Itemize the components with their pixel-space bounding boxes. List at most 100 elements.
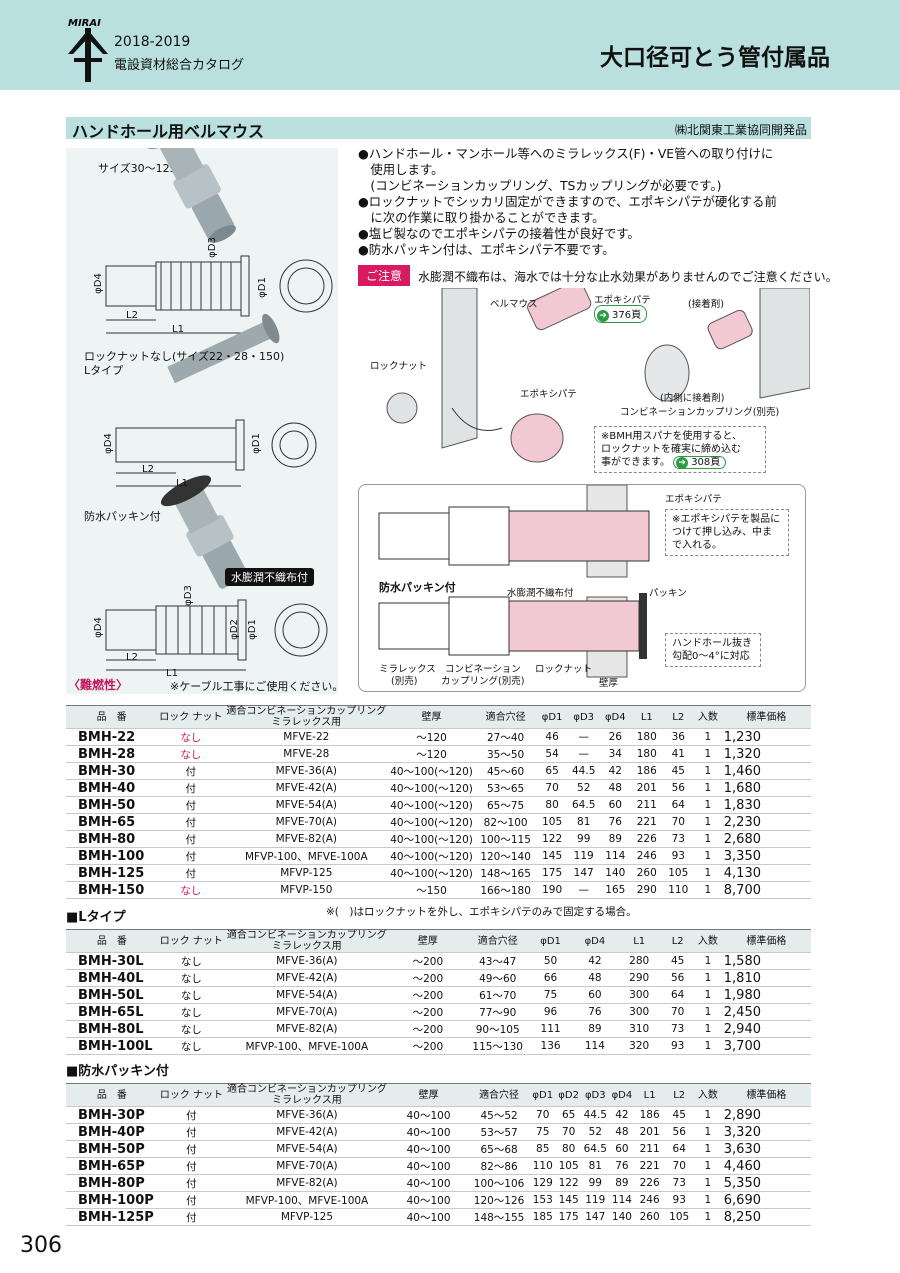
table-cell: 26 [599, 728, 632, 746]
table-cell: 44.5 [567, 762, 600, 780]
table-cell: 54 [536, 745, 568, 763]
price-cell: 8,250 [721, 1208, 811, 1226]
dim-d1-l: φD1 [250, 433, 262, 454]
product-code: BMH-80 [66, 830, 158, 848]
table-cell: 1 [694, 986, 722, 1004]
product-code: BMH-28 [66, 745, 158, 763]
table-cell: 64.5 [567, 796, 600, 814]
table-cell: — [567, 745, 600, 763]
table-cell: 40〜100 [388, 1123, 469, 1141]
col-name: 品 番 [66, 929, 158, 953]
table-cell: 90〜105 [467, 1020, 529, 1038]
table-cell: 114 [599, 847, 632, 865]
table-cell: MFVP-100、MFVE-100A [224, 847, 389, 865]
cable-note: ※ケーブル工事にご使用ください。 [170, 680, 344, 693]
col-wall: 壁厚 [388, 929, 467, 953]
section-title: ハンドホール用ベルマウス [72, 122, 265, 141]
table-cell: 付 [157, 830, 225, 848]
dim-l1-p: L1 [166, 668, 178, 679]
price-cell: 8,700 [721, 881, 811, 899]
table-cell: 82〜100 [474, 813, 537, 831]
table-cell: MFVE-42(A) [225, 1123, 389, 1141]
table-cell: 105 [536, 813, 568, 831]
table-cell: 80 [536, 796, 568, 814]
table-cell: 40〜100 [388, 1140, 469, 1158]
table-cell: 280 [617, 952, 662, 970]
col-locknut: ロック ナット [157, 1083, 226, 1107]
section-drawing: エポキシパテ ※エポキシパテを製品に つけて押し込み、中ま で入れる。 防水パッ… [358, 484, 806, 692]
col-d2: φD2 [555, 1083, 582, 1107]
table-cell: 180 [631, 728, 663, 746]
table-cell: 36 [662, 728, 694, 746]
dim-l1-l: L1 [176, 478, 188, 489]
table-cell: 73 [664, 1174, 694, 1192]
product-drawings-icon [105, 148, 333, 671]
table-cell: なし [157, 1020, 225, 1038]
col-wall: 壁厚 [388, 705, 475, 729]
price-cell: 4,460 [721, 1157, 811, 1175]
col-coupling: 適合コンビネーションカップリングミラレックス用 [224, 705, 389, 729]
table-cell: 140 [599, 864, 632, 882]
dim-d4-l: φD4 [102, 433, 114, 454]
col-qty: 入数 [693, 705, 722, 729]
price-cell: 6,690 [721, 1191, 811, 1209]
table-cell: 77〜90 [467, 1003, 529, 1021]
table-cell: 45 [661, 952, 695, 970]
table-cell: 65 [555, 1106, 582, 1124]
col-price: 標準価格 [721, 929, 811, 953]
product-code: BMH-80P [66, 1174, 158, 1192]
page-number: 306 [20, 1233, 62, 1258]
col-l2: L2 [661, 929, 695, 953]
product-code: BMH-50P [66, 1140, 158, 1158]
col-d1: φD1 [528, 929, 573, 953]
product-image-panel: サイズ30〜125 [66, 148, 338, 694]
table-cell: 310 [617, 1020, 662, 1038]
feature-line: ●ハンドホール・マンホール等へのミラレックス(F)・VE管への取り付けに [358, 146, 774, 161]
col-d3: φD3 [567, 705, 600, 729]
table-cell: 60 [599, 796, 632, 814]
table-cell: 42 [599, 762, 632, 780]
label-packing: パッキン [649, 588, 687, 599]
footnote: ※( )はロックナットを外し、エポキシパテのみで固定する場合。 [326, 906, 637, 918]
table-cell: 1 [693, 881, 722, 899]
col-locknut: ロック ナット [157, 929, 225, 953]
table-cell: 153 [529, 1191, 556, 1209]
table-cell: 64 [661, 986, 695, 1004]
section-bar: ハンドホール用ベルマウス ㈱北関東工業協同開発品 [66, 117, 811, 141]
table-cell: 105 [555, 1157, 582, 1175]
table-cell: 46 [536, 728, 568, 746]
product-code: BMH-50 [66, 796, 158, 814]
table-cell: 52 [567, 779, 600, 797]
p-type-heading: ■防水パッキン付 [66, 1064, 169, 1079]
product-code: BMH-150 [66, 881, 158, 899]
spanner-note: ※BMH用スパナを使用すると、 ロックナットを確実に締め込む 事ができます。 ➔… [594, 426, 766, 473]
table-cell: 40〜100 [388, 1208, 469, 1226]
price-cell: 1,580 [721, 952, 811, 970]
table-cell: 53〜57 [468, 1123, 530, 1141]
table-cell: 〜200 [388, 1020, 467, 1038]
product-code: BMH-22 [66, 728, 158, 746]
product-code: BMH-65L [66, 1003, 158, 1021]
table-cell: 50 [528, 952, 573, 970]
caution-badge: ご注意 [358, 265, 411, 286]
label-combi-1: コンビネーション [445, 664, 521, 675]
mirai-logo-icon: MIRAI [68, 18, 108, 82]
table-cell: 110 [662, 881, 694, 899]
table-cell: 185 [529, 1208, 556, 1226]
table-cell: 〜200 [388, 1037, 467, 1055]
table-cell: 211 [631, 796, 663, 814]
table-cell: 76 [599, 813, 632, 831]
price-cell: 2,230 [721, 813, 811, 831]
label-epoxy-2: エポキシパテ [520, 389, 577, 400]
table-cell: 260 [631, 864, 663, 882]
table-cell: 82〜86 [468, 1157, 530, 1175]
table-cell: 1 [693, 796, 722, 814]
